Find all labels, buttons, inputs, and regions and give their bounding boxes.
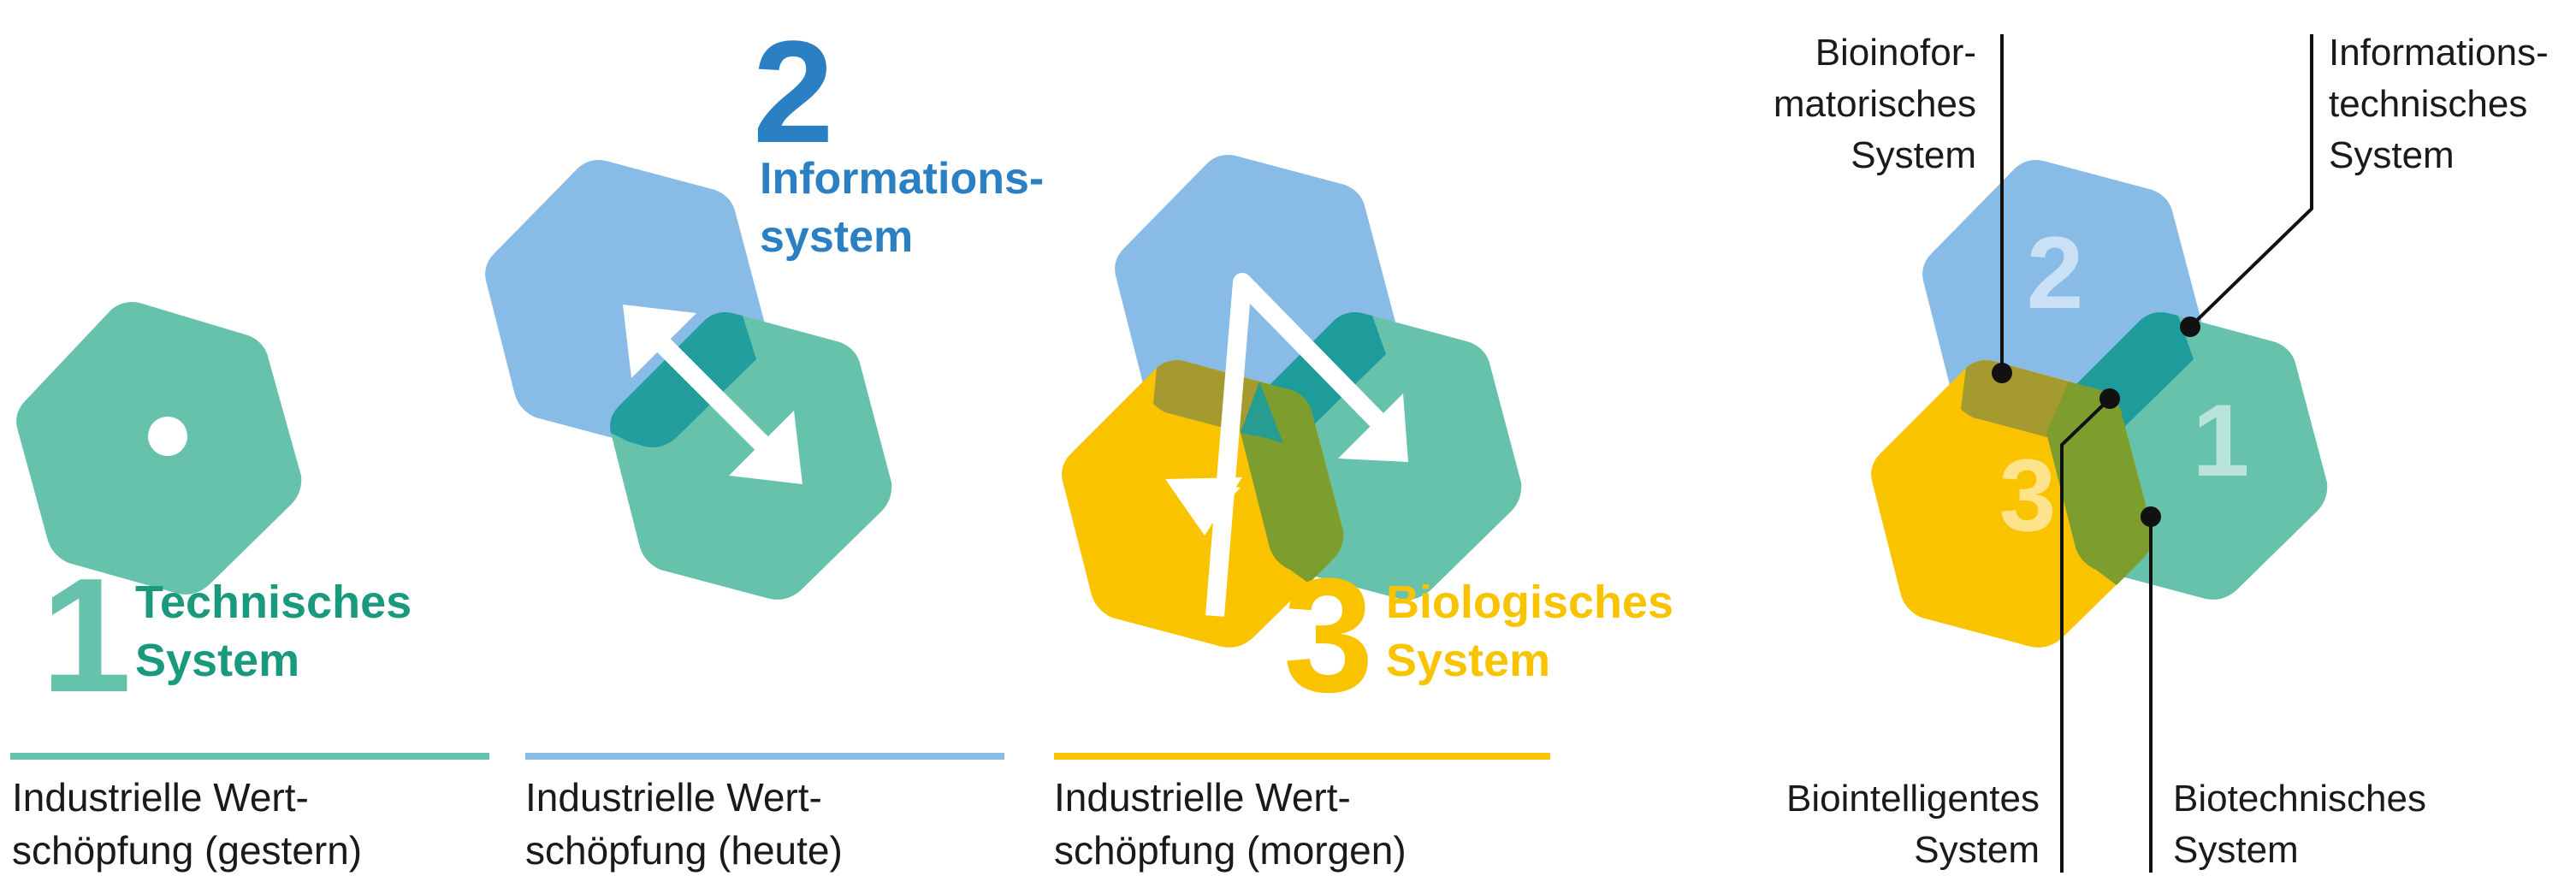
dot-biotechnical [2141,506,2161,527]
panel-combined-systems: 2 1 3 Bioinofor- matorisches System Info… [1774,32,2549,873]
stage1-number: 1 [41,545,132,726]
label-infotech-line2: technisches [2329,83,2527,125]
dot-infotech [2180,317,2200,337]
stage3-caption-line2: schöpfung (morgen) [1054,828,1406,873]
label-bioinformatic: Bioinofor- matorisches System [1774,32,1976,176]
double-arrow-icon [623,305,802,484]
leader-biointelligent [2060,397,2111,873]
label-bioinformatic-line2: matorisches [1774,83,1976,125]
stage1-caption-line2: schöpfung (gestern) [12,828,362,873]
label-infotech-line1: Informations- [2329,32,2549,74]
legend-number-tech: 1 [2193,383,2250,498]
stage3-title-line1: Biologisches [1386,577,1673,628]
bio-info-overlap [1153,360,1275,441]
panel-biological-system: 3 Biologisches System Industrielle Wert-… [1054,155,1673,873]
panel-technical-system: 1 Technisches System Industrielle Wert- … [10,302,489,873]
stage1-caption-line1: Industrielle Wert- [12,775,309,820]
stage3-title-line2: System [1386,635,1550,686]
stage1-rule [10,753,489,760]
label-biotechnical-line2: System [2173,829,2299,871]
stage2-caption-line2: schöpfung (heute) [525,828,843,873]
label-infotech-line3: System [2329,134,2455,176]
stage2-number: 2 [753,11,834,174]
stage2-title-line2: system [760,212,913,262]
stage3-rule [1054,753,1550,760]
stage3-number: 3 [1283,545,1374,726]
stage2-title-line1: Informations- [760,154,1044,204]
stage2-caption-line1: Industrielle Wert- [525,775,822,820]
leader-infotech [2188,34,2313,328]
info-tech-overlap [610,312,756,447]
stage1-title-line2: System [135,635,299,686]
leader-dots [1992,317,2200,527]
legend-number-bio: 3 [1999,438,2057,553]
dot-biointelligent [2099,388,2120,409]
label-biointelligent-line2: System [1914,829,2040,871]
label-biotechnical-line1: Biotechnisches [2173,778,2426,820]
label-infotech: Informations- technisches System [2329,32,2549,176]
label-biointelligent: Biointelligentes System [1786,778,2040,871]
dot-bioinformatic [1992,363,2012,383]
label-bioinformatic-line3: System [1851,134,1976,176]
stage3-caption-line1: Industrielle Wert- [1054,775,1351,820]
label-biointelligent-line1: Biointelligentes [1786,778,2040,820]
stage2-rule [525,753,1004,760]
stage1-title-line1: Technisches [135,577,412,628]
label-biotechnical: Biotechnisches System [2173,778,2426,871]
label-bioinformatic-line1: Bioinofor- [1815,32,1976,74]
triple-overlap [1241,382,1283,443]
legend-number-info: 2 [2027,216,2084,330]
technical-system-dot [148,417,187,456]
leader-lines [2000,34,2313,873]
arrows-icon [1165,273,1408,617]
panel-information-system: 2 Informations- system Industrielle Wert… [485,11,1044,873]
